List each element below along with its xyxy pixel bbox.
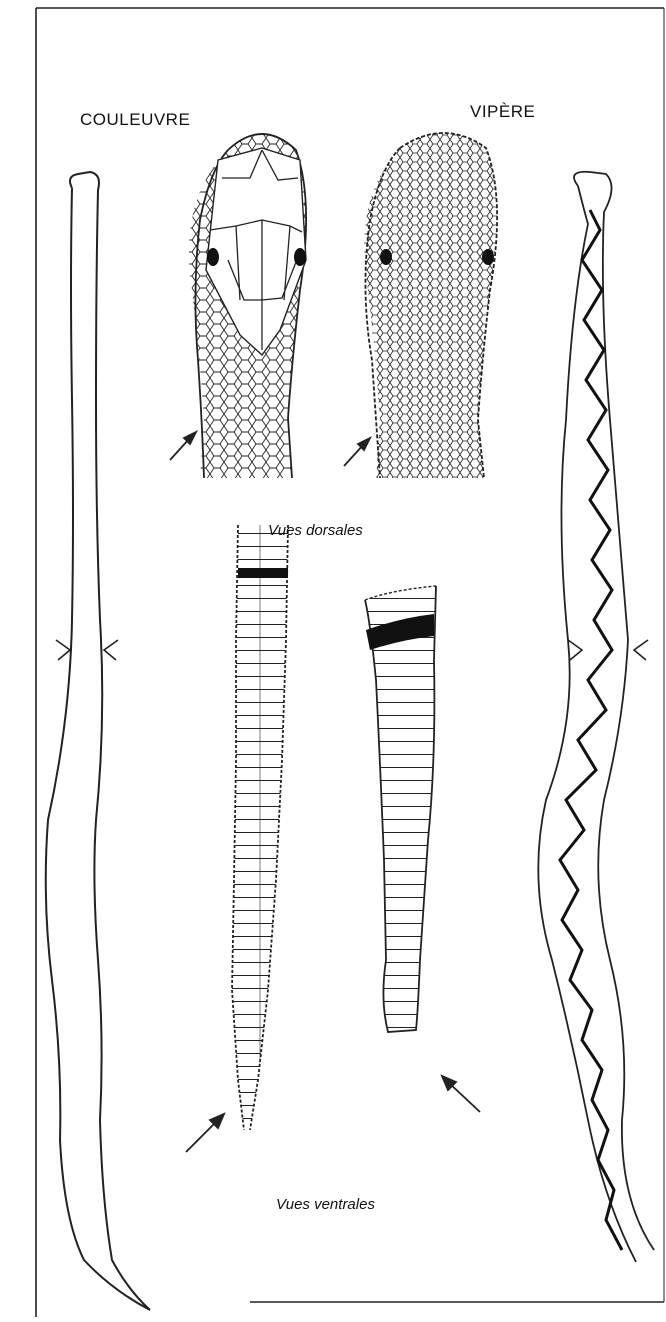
couleuvre-body-outline: [46, 172, 150, 1310]
vipere-left-eye: [380, 249, 392, 265]
couleuvre-ventral-view: [230, 520, 294, 1140]
vipere-right-eye: [482, 249, 494, 265]
ventral-views-caption: Vues ventrales: [276, 1196, 375, 1213]
vipere-body-outline: [538, 172, 654, 1262]
dorsal-views-caption: Vues dorsales: [268, 522, 363, 539]
vipere-ventral-view: [360, 580, 440, 1040]
couleuvre-left-eye: [207, 248, 219, 266]
vipere-label: VIPÈRE: [470, 102, 535, 122]
couleuvre-label: COULEUVRE: [80, 110, 190, 130]
couleuvre-dorsal-head: [180, 110, 320, 480]
couleuvre-right-eye: [294, 248, 306, 266]
couleuvre-length-marks: [56, 640, 118, 660]
ventral-arrows: [186, 1076, 480, 1152]
vipere-dorsal-head: [350, 110, 520, 480]
